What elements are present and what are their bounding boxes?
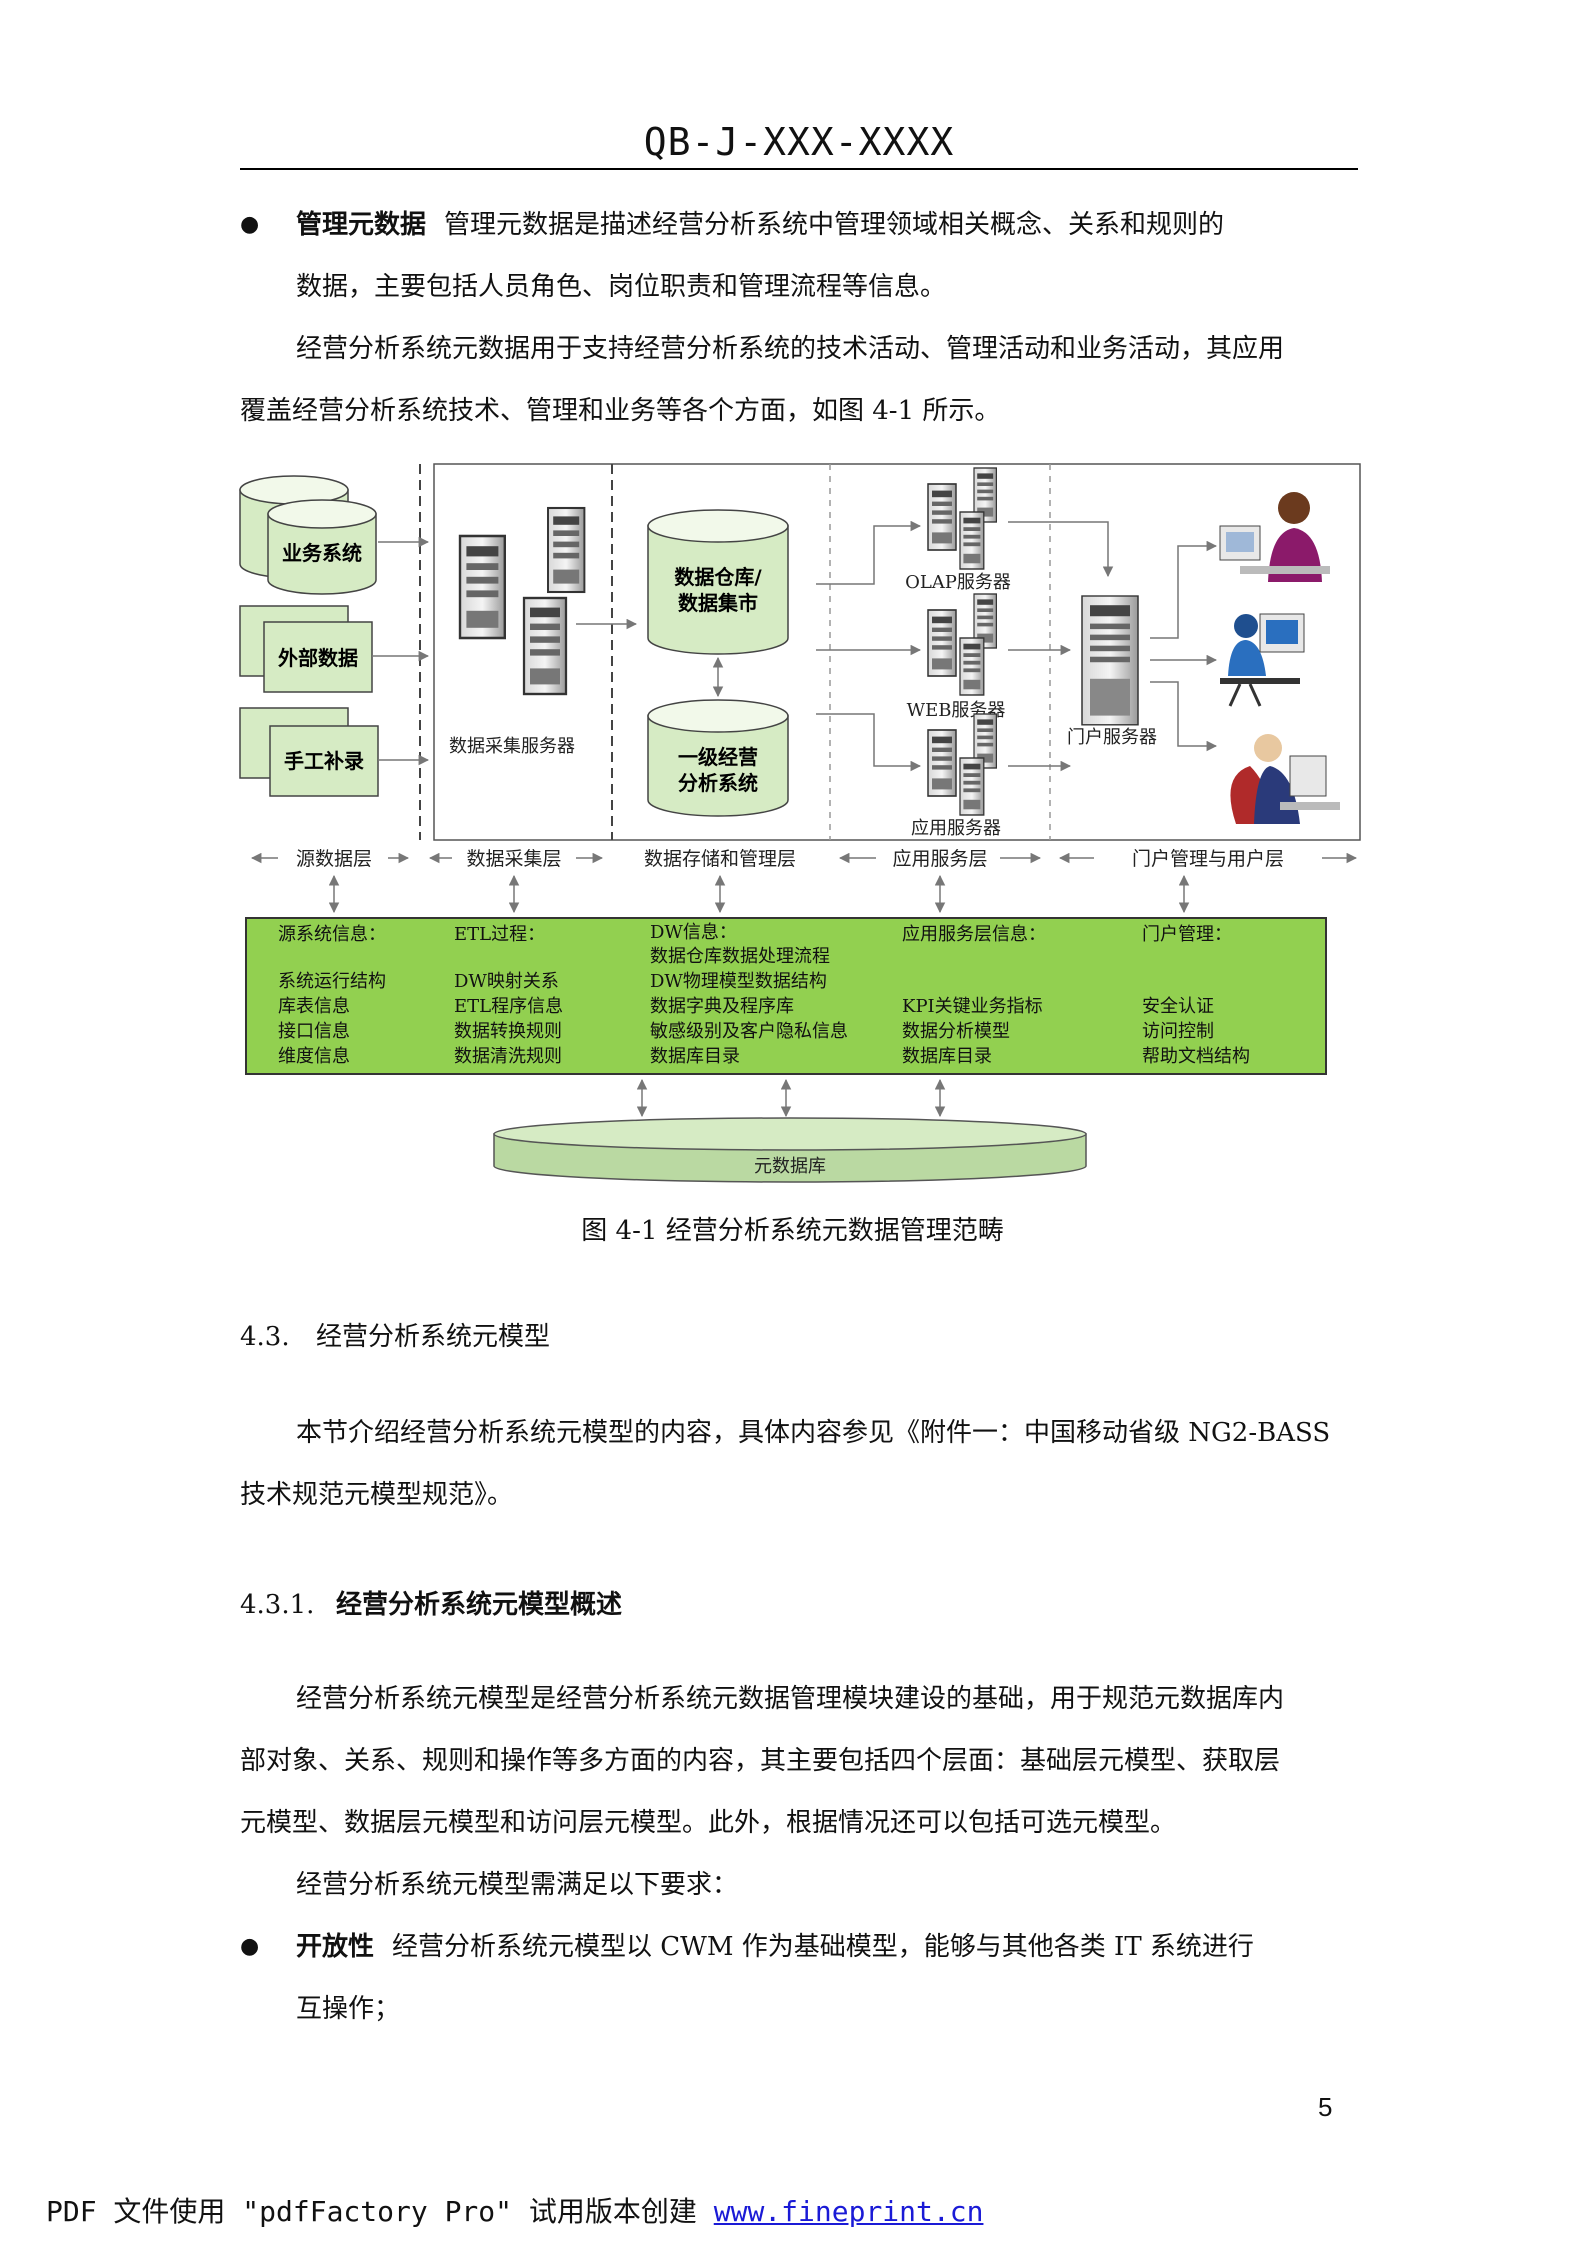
layer-label: 门户管理与用户层 xyxy=(1132,848,1284,870)
section-number: 4.3.1. xyxy=(240,1590,315,1620)
section-title: 经营分析系统元模型 xyxy=(316,1322,551,1352)
app-server-label: 应用服务器 xyxy=(911,818,1001,839)
bullet-text-line: 互操作； xyxy=(296,1994,401,2024)
meta-col-title: 应用服务层信息： xyxy=(902,924,1046,945)
bullet-text-line: 管理元数据是描述经营分析系统中管理领域相关概念、关系和规则的 xyxy=(444,210,1225,240)
meta-col-title: DW信息： xyxy=(650,922,737,943)
layer-label: 源数据层 xyxy=(296,848,372,870)
paragraph-line: 经营分析系统元数据用于支持经营分析系统的技术活动、管理活动和业务活动，其应用 xyxy=(296,334,1285,364)
collect-server-icon xyxy=(458,506,586,696)
meta-item: DW映射关系 xyxy=(454,971,559,992)
source-label: 业务系统 xyxy=(282,541,362,565)
meta-item: 访问控制 xyxy=(1142,1021,1214,1042)
meta-item: 安全认证 xyxy=(1142,996,1214,1017)
paragraph-line: 经营分析系统元模型需满足以下要求： xyxy=(296,1870,739,1900)
bullet-term: 管理元数据 xyxy=(296,210,427,240)
meta-item: 敏感级别及客户隐私信息 xyxy=(650,1021,848,1042)
bullet-openness: ● 开放性经营分析系统元模型以 CWM 作为基础模型，能够与其他各类 IT 系统… xyxy=(240,1916,1358,2040)
figure-caption: 图 4-1 经营分析系统元数据管理范畴 xyxy=(581,1216,1004,1246)
meta-col-title: ETL过程： xyxy=(454,924,545,945)
meta-item: 数据仓库数据处理流程 xyxy=(650,946,830,967)
ea-label: 分析系统 xyxy=(678,771,758,795)
paragraph-line: 部对象、关系、规则和操作等多方面的内容，其主要包括四个层面：基础层元模型、获取层 xyxy=(240,1746,1281,1776)
meta-col-title: 门户管理： xyxy=(1142,924,1232,945)
user-avatar-icon xyxy=(1219,492,1330,582)
bullet-text-line: 数据，主要包括人员角色、岗位职责和管理流程等信息。 xyxy=(296,272,947,302)
section-number: 4.3. xyxy=(240,1322,290,1352)
collect-server-label: 数据采集服务器 xyxy=(449,736,575,757)
meta-item: DW物理模型数据结构 xyxy=(650,971,827,992)
meta-item: 系统运行结构 xyxy=(278,971,386,992)
portal-server-label: 门户服务器 xyxy=(1067,727,1157,748)
enterprise-analysis-db: 一级经营 分析系统 xyxy=(647,699,789,817)
meta-item: 数据清洗规则 xyxy=(454,1046,562,1067)
paragraph-line: 经营分析系统元模型是经营分析系统元数据管理模块建设的基础，用于规范元数据库内 xyxy=(296,1684,1285,1714)
bullet-dot-icon: ● xyxy=(240,212,260,237)
bullet-dot-icon: ● xyxy=(240,1934,260,1959)
paragraph-4-3-1: 经营分析系统元模型是经营分析系统元数据管理模块建设的基础，用于规范元数据库内 部… xyxy=(240,1668,1358,1916)
meta-item: KPI关键业务指标 xyxy=(902,996,1043,1017)
meta-item: 数据分析模型 xyxy=(902,1021,1010,1042)
user-avatar-icon xyxy=(1220,613,1305,707)
meta-item: 数据库目录 xyxy=(650,1046,740,1067)
source-label: 外部数据 xyxy=(278,646,358,670)
section-title: 经营分析系统元模型概述 xyxy=(336,1590,623,1620)
paragraph-line: 技术规范元模型规范》。 xyxy=(240,1480,514,1510)
meta-item: 库表信息 xyxy=(278,996,350,1017)
layer-label: 应用服务层 xyxy=(892,848,987,870)
layer-label: 数据存储和管理层 xyxy=(644,848,796,870)
page-header: QB-J-XXX-XXXX xyxy=(240,118,1358,170)
footer-text: PDF 文件使用 "pdfFactory Pro" 试用版本创建 xyxy=(46,2195,714,2228)
bullet-term: 开放性 xyxy=(296,1932,375,1962)
data-warehouse-db: 数据仓库/ 数据集市 xyxy=(647,509,789,655)
metadata-scope-diagram: 业务系统 外部数据 手工补录 数据采集服务器 数据仓库/ 数据集市 一级经营 分… xyxy=(239,463,1361,1183)
dw-label: 数据仓库/ xyxy=(674,565,762,589)
web-server-icon xyxy=(927,593,998,696)
meta-item: 数据库目录 xyxy=(902,1046,992,1067)
meta-col-title: 源系统信息： xyxy=(278,924,386,945)
metadata-db: 元数据库 xyxy=(493,1117,1087,1183)
page-number: 5 xyxy=(1318,2092,1333,2122)
source-label: 手工补录 xyxy=(284,749,364,773)
footer-link[interactable]: www.fineprint.cn xyxy=(713,2195,984,2228)
metadata-columns: 源系统信息： 系统运行结构 库表信息 接口信息 维度信息 ETL过程： DW映射… xyxy=(278,922,1250,1067)
section-heading-4-3-1: 4.3.1. 经营分析系统元模型概述 xyxy=(240,1584,622,1621)
olap-server-label: OLAP服务器 xyxy=(905,572,1011,593)
source-external-data: 外部数据 xyxy=(239,605,373,693)
olap-server-icon xyxy=(927,467,998,570)
meta-item: 维度信息 xyxy=(278,1046,350,1067)
intro-paragraph: 经营分析系统元数据用于支持经营分析系统的技术活动、管理活动和业务活动，其应用 覆… xyxy=(240,318,1358,442)
ea-label: 一级经营 xyxy=(678,745,758,769)
dw-label: 数据集市 xyxy=(678,591,758,615)
bullet-text-line: 经营分析系统元模型以 CWM 作为基础模型，能够与其他各类 IT 系统进行 xyxy=(392,1932,1254,1962)
user-avatar-icon xyxy=(1230,734,1340,824)
paragraph-4-3: 本节介绍经营分析系统元模型的内容，具体内容参见《附件一：中国移动省级 NG2-B… xyxy=(240,1402,1358,1526)
paragraph-line: 覆盖经营分析系统技术、管理和业务等各个方面，如图 4-1 所示。 xyxy=(240,396,1001,426)
bullet-mgmt-metadata: ● 管理元数据管理元数据是描述经营分析系统中管理领域相关概念、关系和规则的 数据… xyxy=(240,194,1358,318)
meta-item: ETL程序信息 xyxy=(454,996,563,1017)
layer-label: 数据采集层 xyxy=(466,848,561,870)
metadata-band xyxy=(245,917,1327,1075)
source-manual-entry: 手工补录 xyxy=(239,707,379,797)
meta-item: 接口信息 xyxy=(278,1021,350,1042)
meta-item: 数据转换规则 xyxy=(454,1021,562,1042)
doc-code: QB-J-XXX-XXXX xyxy=(643,120,955,164)
pdf-footer: PDF 文件使用 "pdfFactory Pro" 试用版本创建 www.fin… xyxy=(46,2190,983,2230)
portal-server-icon xyxy=(1081,595,1139,726)
meta-item: 数据字典及程序库 xyxy=(650,996,794,1017)
metadata-db-label: 元数据库 xyxy=(754,1156,826,1177)
app-server-icon xyxy=(927,713,998,816)
paragraph-line: 本节介绍经营分析系统元模型的内容，具体内容参见《附件一：中国移动省级 NG2-B… xyxy=(296,1418,1331,1448)
paragraph-line: 元模型、数据层元模型和访问层元模型。此外，根据情况还可以包括可选元模型。 xyxy=(240,1808,1177,1838)
section-heading-4-3: 4.3. 经营分析系统元模型 xyxy=(240,1316,550,1353)
source-business-system: 业务系统 xyxy=(239,475,377,595)
meta-item: 帮助文档结构 xyxy=(1142,1046,1250,1067)
